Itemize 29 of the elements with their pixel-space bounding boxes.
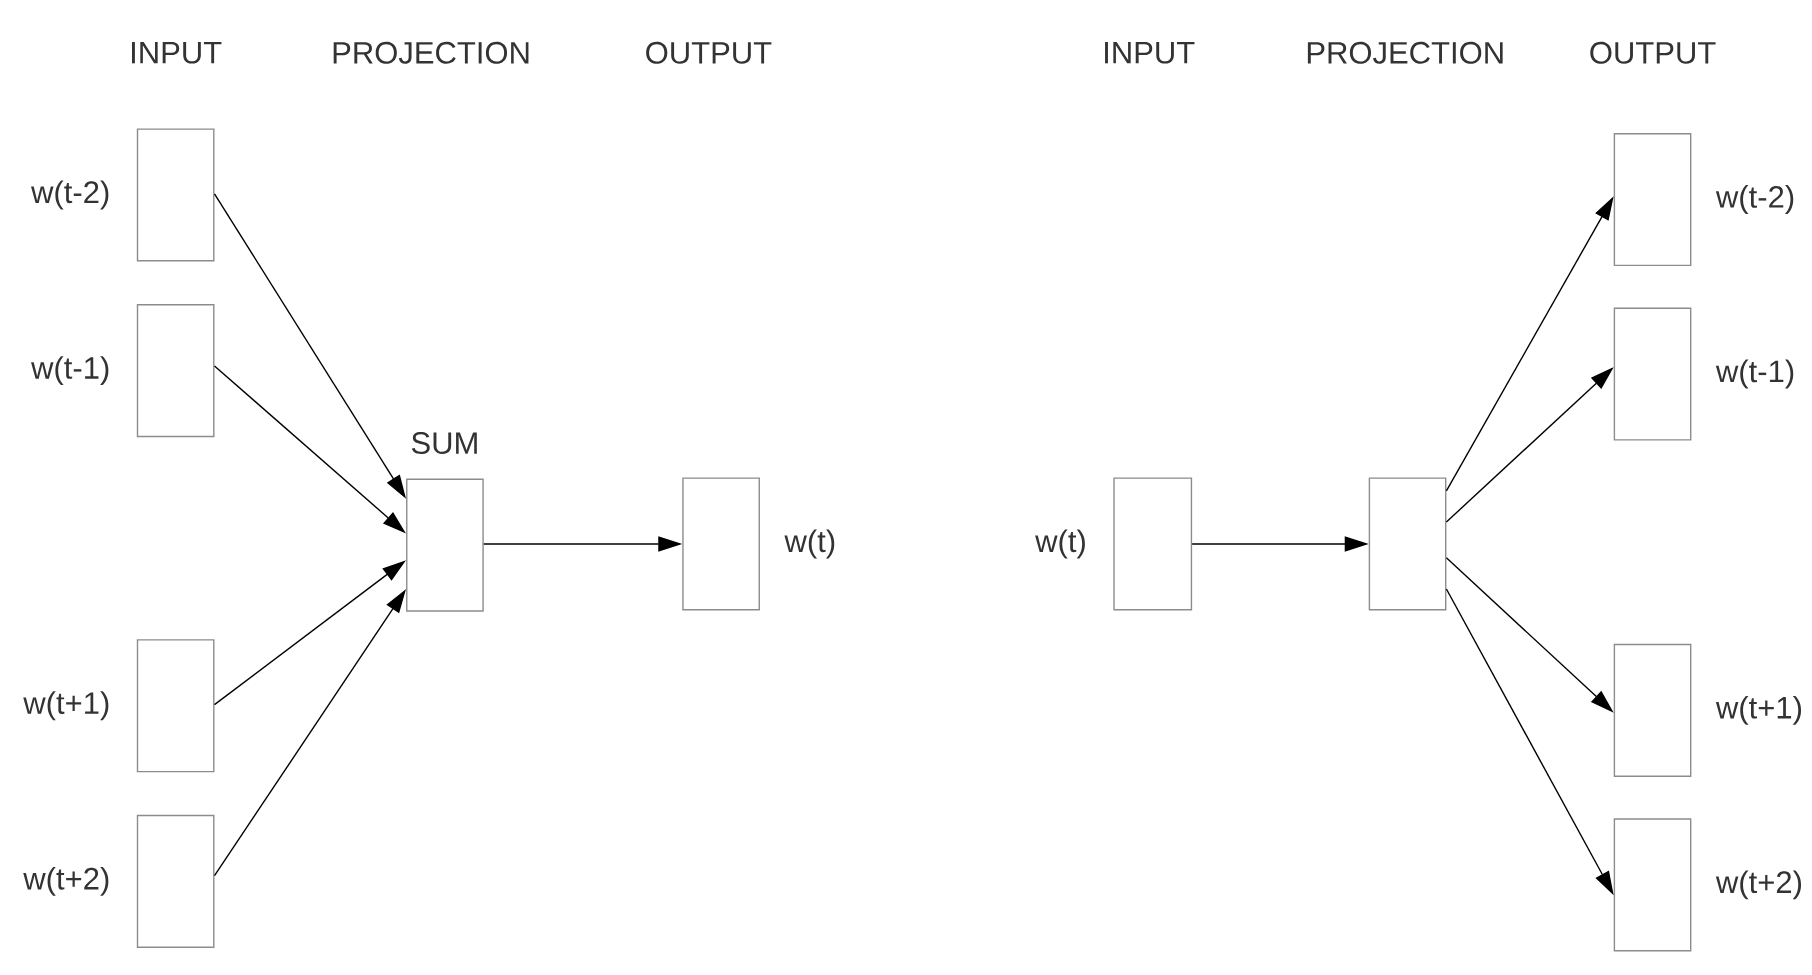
column-heading: PROJECTION xyxy=(1307,41,1503,64)
layer-box xyxy=(136,639,215,773)
layer-box xyxy=(136,814,215,948)
column-heading: INPUT xyxy=(1105,42,1195,64)
column-heading: PROJECTION xyxy=(333,41,529,64)
word-label: w(t) xyxy=(1035,529,1085,559)
layer-box xyxy=(1613,307,1692,441)
word-label: w(t-1) xyxy=(31,356,109,386)
column-heading: INPUT xyxy=(132,42,222,64)
column-heading: OUTPUT xyxy=(646,41,772,64)
layer-box xyxy=(1613,818,1692,952)
word-label: w(t) xyxy=(784,529,835,559)
word-label: w(t+2) xyxy=(1715,870,1801,900)
layer-box xyxy=(1613,133,1692,267)
layer-box xyxy=(682,477,760,611)
layer-box xyxy=(136,304,215,438)
word-label: w(t-2) xyxy=(1715,185,1794,214)
word-label: w(t-2) xyxy=(31,180,109,210)
layer-box xyxy=(1613,643,1692,777)
layer-box xyxy=(136,128,215,262)
word-label: w(t+1) xyxy=(23,691,109,721)
layer-box xyxy=(1368,477,1447,611)
word-label: w(t-1) xyxy=(1715,359,1794,389)
node-label: SUM xyxy=(411,432,477,455)
summation-box: SUM xyxy=(406,432,484,612)
word-label: w(t+1) xyxy=(1715,695,1801,725)
word-label: w(t+2) xyxy=(23,866,109,896)
column-heading: OUTPUT xyxy=(1590,41,1716,64)
layer-box xyxy=(1113,477,1193,611)
